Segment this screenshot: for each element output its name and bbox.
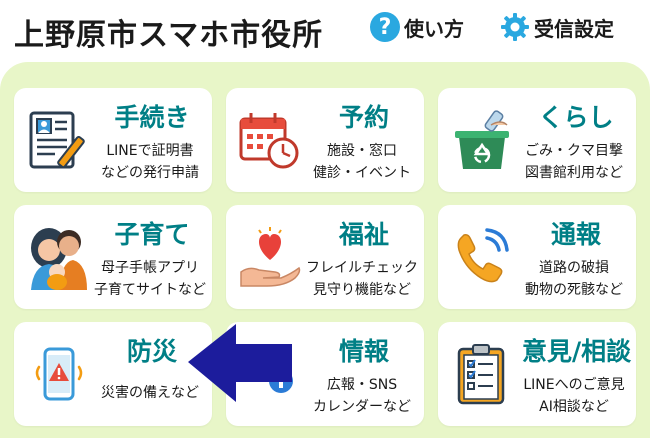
tile-description: 災害の備えなど bbox=[92, 382, 208, 404]
tile-description: ごみ・クマ目撃 図書館利用など bbox=[516, 140, 632, 184]
tile-desc-line: LINEで証明書 bbox=[106, 143, 194, 159]
tile-procedures[interactable]: 手続き LINEで証明書 などの発行申請 bbox=[14, 88, 212, 192]
tile-desc-line: カレンダーなど bbox=[313, 399, 411, 415]
tile-description: フレイルチェック 見守り機能など bbox=[304, 257, 420, 301]
tile-title: 防災 bbox=[126, 337, 177, 366]
settings-label: 受信設定 bbox=[534, 16, 614, 41]
tile-title: 予約 bbox=[338, 103, 389, 132]
tile-desc-line: フレイルチェック bbox=[306, 260, 418, 276]
tile-information[interactable]: 情報 広報・SNS カレンダーなど bbox=[226, 322, 424, 426]
tile-desc-line: 動物の死骸など bbox=[525, 282, 623, 298]
calendar-clock-icon bbox=[234, 100, 306, 180]
app-title: 上野原市スマホ市役所 bbox=[14, 18, 324, 53]
tile-desc-line: 図書館利用など bbox=[525, 165, 623, 181]
tile-desc-line: 災害の備えなど bbox=[101, 385, 199, 401]
tile-desc-line: 施設・窓口 bbox=[327, 143, 397, 159]
help-button[interactable]: ? 使い方 bbox=[370, 12, 464, 42]
tile-desc-line: 子育てサイトなど bbox=[94, 282, 206, 298]
tile-title: 通報 bbox=[550, 220, 601, 249]
phone-alert-icon bbox=[22, 334, 94, 414]
help-icon: ? bbox=[370, 12, 400, 42]
tile-desc-line: 見守り機能など bbox=[313, 282, 411, 298]
tile-living[interactable]: くらし ごみ・クマ目撃 図書館利用など bbox=[438, 88, 636, 192]
tile-description: LINEで証明書 などの発行申請 bbox=[92, 140, 208, 184]
tile-opinion-consultation[interactable]: 意見/相談 LINEへのご意見 AI相談など bbox=[438, 322, 636, 426]
tile-title: くらし bbox=[538, 103, 614, 132]
tile-desc-line: ごみ・クマ目撃 bbox=[525, 143, 623, 159]
recycle-bin-icon bbox=[446, 100, 518, 180]
tile-reservation[interactable]: 予約 施設・窓口 健診・イベント bbox=[226, 88, 424, 192]
tile-title: 手続き bbox=[114, 103, 190, 132]
tile-desc-line: などの発行申請 bbox=[101, 165, 199, 181]
info-icon bbox=[234, 334, 306, 414]
tile-title: 意見/相談 bbox=[522, 337, 632, 366]
tile-welfare[interactable]: 福祉 フレイルチェック 見守り機能など bbox=[226, 205, 424, 309]
gear-icon bbox=[501, 13, 529, 41]
tile-description: 施設・窓口 健診・イベント bbox=[304, 140, 420, 184]
checklist-clipboard-icon bbox=[446, 334, 518, 414]
header: 上野原市スマホ市役所 ? 使い方 受信設定 bbox=[0, 0, 650, 62]
tile-desc-line: 道路の破損 bbox=[539, 260, 609, 276]
tile-title: 情報 bbox=[338, 337, 389, 366]
tile-desc-line: AI相談など bbox=[539, 399, 609, 415]
tile-report[interactable]: 通報 道路の破損 動物の死骸など bbox=[438, 205, 636, 309]
phone-call-icon bbox=[446, 217, 518, 297]
tile-description: LINEへのご意見 AI相談など bbox=[516, 374, 632, 418]
receive-settings-button[interactable]: 受信設定 bbox=[500, 12, 614, 42]
tile-description: 広報・SNS カレンダーなど bbox=[304, 374, 420, 418]
tile-title: 福祉 bbox=[338, 220, 389, 249]
tile-title: 子育て bbox=[114, 220, 190, 249]
heart-hand-icon bbox=[234, 217, 306, 297]
tile-desc-line: LINEへのご意見 bbox=[523, 377, 625, 393]
tile-disaster-prevention[interactable]: 防災 災害の備えなど bbox=[14, 322, 212, 426]
parent-child-icon bbox=[22, 217, 94, 297]
tile-desc-line: 広報・SNS bbox=[326, 377, 398, 393]
tile-description: 母子手帳アプリ 子育てサイトなど bbox=[92, 257, 208, 301]
tile-desc-line: 母子手帳アプリ bbox=[101, 260, 199, 276]
tile-description: 道路の破損 動物の死骸など bbox=[516, 257, 632, 301]
help-label: 使い方 bbox=[404, 16, 464, 41]
document-pen-icon bbox=[22, 100, 94, 180]
tile-child-rearing[interactable]: 子育て 母子手帳アプリ 子育てサイトなど bbox=[14, 205, 212, 309]
tile-desc-line: 健診・イベント bbox=[313, 165, 411, 181]
